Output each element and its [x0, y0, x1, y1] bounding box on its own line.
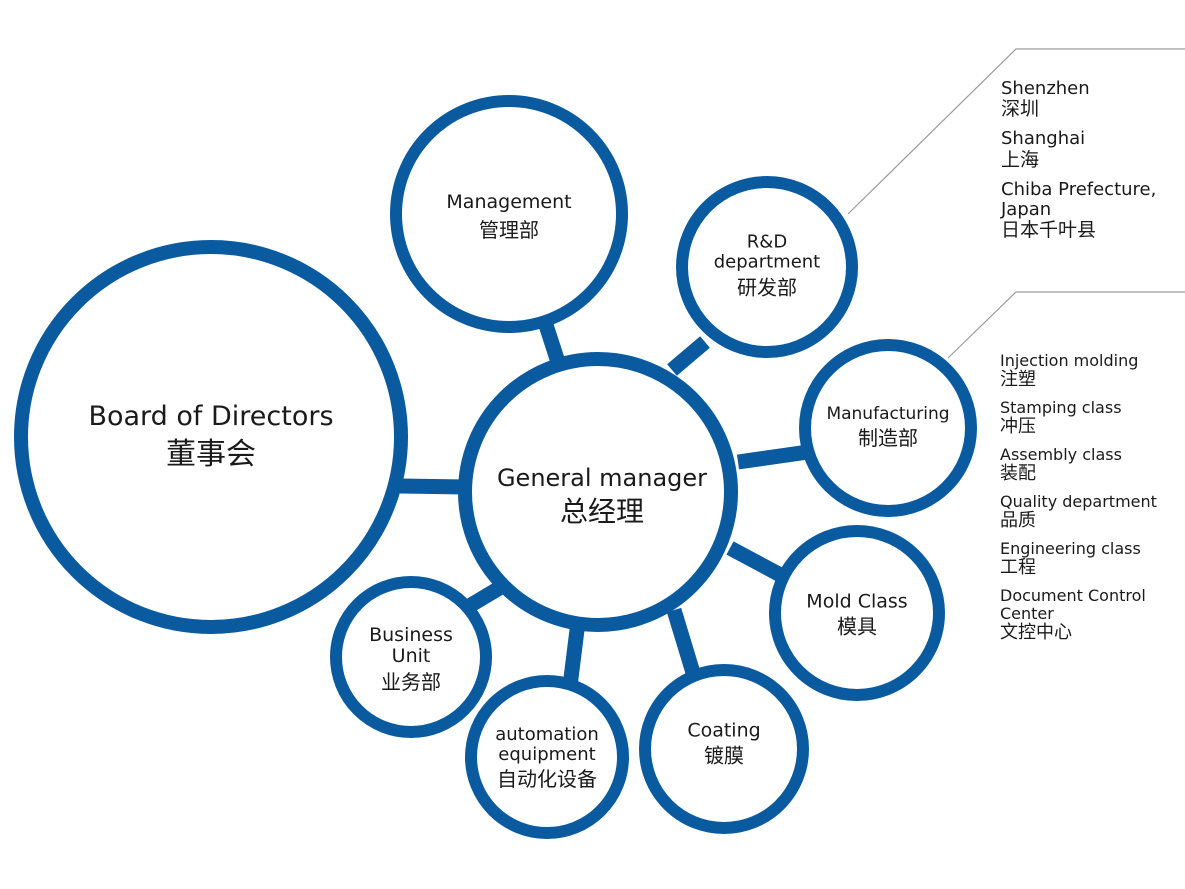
connector-board-gm: [399, 478, 467, 495]
rd-label: R&D department 研发部: [702, 231, 832, 300]
manufacturing-unit-zh: 注塑: [1000, 368, 1036, 390]
rd-leader-line: [847, 48, 1185, 215]
connector-coating-gm: [666, 607, 702, 679]
connector-rd-gm: [667, 336, 710, 376]
manufacturing-unit-en: Stamping class: [1000, 398, 1122, 418]
mold-label: Mold Class 模具: [806, 590, 908, 639]
board-label-en: Board of Directors: [88, 401, 334, 433]
rd-location-en: Shenzhen: [1001, 78, 1090, 99]
management-label: Management 管理部: [446, 191, 572, 243]
automation-label-zh: 自动化设备: [497, 767, 597, 792]
manufacturing-unit-en: Quality department: [1000, 492, 1157, 512]
board-label: Board of Directors 董事会: [88, 401, 334, 473]
rd-circle: [676, 176, 858, 358]
rd-location-zh: 深圳: [1001, 98, 1040, 121]
manufacturing-unit-zh: 品质: [1000, 510, 1036, 532]
connector-manufacturing-gm: [736, 444, 810, 470]
connector-mold-gm: [726, 541, 790, 585]
business-circle: [330, 576, 492, 738]
mold-label-zh: 模具: [836, 614, 877, 639]
list-item: Chiba Prefecture, Japan 日本千叶县: [1001, 178, 1181, 242]
manufacturing-unit-zh: 冲压: [1000, 415, 1036, 437]
coating-circle: [639, 664, 809, 834]
gm-label-en: General manager: [496, 463, 708, 492]
rd-label-en: R&D department: [713, 231, 821, 273]
coating-label-zh: 镀膜: [704, 743, 744, 768]
business-label-zh: 业务部: [381, 669, 441, 694]
gm-label: General manager 总经理: [496, 463, 708, 528]
list-item: Assembly class 装配: [1000, 446, 1182, 484]
mold-label-en: Mold Class: [806, 590, 908, 613]
list-item: Shenzhen 深圳: [1001, 78, 1181, 121]
business-label-en: Business Unit: [369, 624, 453, 668]
list-item: Document Control Center 文控中心: [1000, 587, 1182, 643]
board-label-zh: 董事会: [165, 437, 256, 473]
management-label-zh: 管理部: [478, 218, 539, 243]
rd-location-zh: 上海: [1001, 148, 1040, 171]
rd-location-zh: 日本千叶县: [1001, 219, 1097, 242]
rd-location-en: Shanghai: [1001, 128, 1086, 150]
gm-label-zh: 总经理: [559, 494, 644, 528]
manufacturing-label-en: Manufacturing: [826, 403, 950, 424]
rd-label-zh: 研发部: [737, 275, 797, 300]
coating-label-en: Coating: [687, 719, 761, 742]
manufacturing-unit-zh: 工程: [1000, 557, 1036, 579]
manufacturing-unit-zh: 装配: [1000, 463, 1036, 485]
coating-label: Coating 镀膜: [687, 719, 761, 768]
manufacturing-circle: [799, 339, 977, 517]
list-item: Shanghai 上海: [1001, 128, 1181, 171]
manufacturing-leader-line: [947, 291, 1185, 359]
board-circle: [14, 240, 408, 634]
list-item: Engineering class 工程: [1000, 540, 1182, 578]
list-item: Stamping class 冲压: [1000, 399, 1182, 437]
manufacturing-label-zh: 制造部: [857, 425, 918, 450]
automation-label-en: automation equipment: [495, 724, 599, 766]
automation-label: automation equipment 自动化设备: [484, 724, 610, 792]
business-label: Business Unit 业务部: [356, 625, 466, 693]
manufacturing-label: Manufacturing 制造部: [826, 403, 950, 450]
manufacturing-unit-zh: 文控中心: [1000, 622, 1072, 644]
manufacturing-unit-en: Assembly class: [1000, 445, 1122, 465]
management-label-en: Management: [446, 191, 572, 214]
rd-locations-list: Shenzhen 深圳 Shanghai 上海 Chiba Prefecture…: [1001, 78, 1181, 250]
manufacturing-unit-en: Document Control Center: [1000, 586, 1146, 624]
manufacturing-unit-en: Engineering class: [1000, 539, 1141, 559]
manufacturing-unit-en: Injection molding: [1000, 351, 1139, 370]
manufacturing-units-list: Injection molding 注塑 Stamping class 冲压 A…: [1000, 352, 1182, 652]
connector-automation-gm: [562, 621, 586, 687]
management-circle: [390, 95, 628, 333]
list-item: Injection molding 注塑: [1000, 352, 1182, 390]
gm-circle: [458, 352, 738, 632]
list-item: Quality department 品质: [1000, 493, 1182, 531]
automation-circle: [465, 675, 629, 839]
rd-location-en: Chiba Prefecture, Japan: [1001, 178, 1157, 220]
mold-circle: [769, 525, 945, 701]
connector-management-gm: [537, 319, 566, 365]
